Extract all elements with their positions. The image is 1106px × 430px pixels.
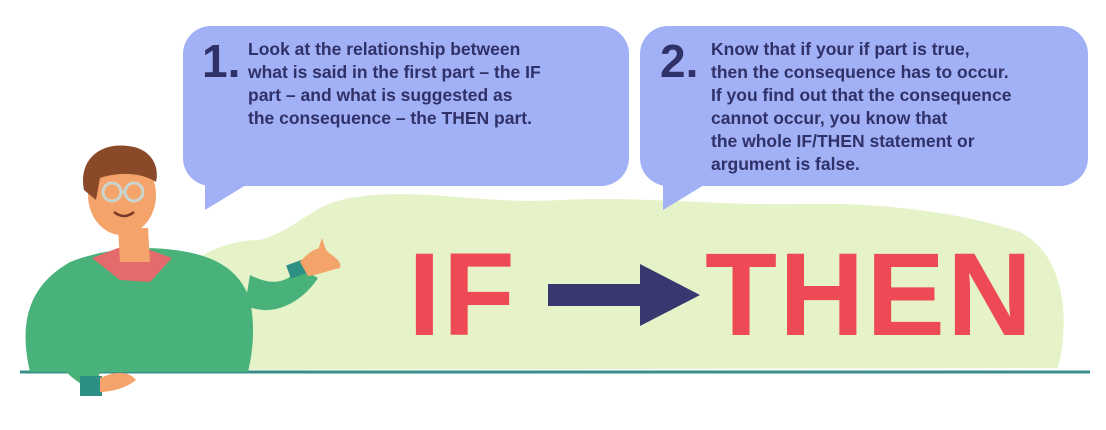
shirt-collar <box>92 248 172 282</box>
step-1-line: what is said in the first part – the IF <box>248 62 541 82</box>
step-1-number: 1. <box>202 35 241 87</box>
lower-hand <box>100 372 136 392</box>
step-1-text: Look at the relationship between what is… <box>248 38 541 130</box>
step-2-number: 2. <box>660 35 699 87</box>
step-2-line: argument is false. <box>711 154 860 174</box>
step-2-text: Know that if your if part is true, then … <box>711 38 1011 176</box>
step-2-line: the whole IF/THEN statement or <box>711 131 975 151</box>
hair <box>83 145 157 200</box>
step-2-bubble <box>640 26 1088 186</box>
green-sweater <box>25 248 254 372</box>
step-2-line: then the consequence has to occur. <box>711 62 1009 82</box>
if-word: IF <box>408 229 517 361</box>
step-1-line: the consequence – the THEN part. <box>248 108 532 128</box>
step-1-bubble <box>183 26 629 186</box>
step-1-line: Look at the relationship between <box>248 39 521 59</box>
then-word: THEN <box>705 229 1035 361</box>
step-2-line: cannot occur, you know that <box>711 108 948 128</box>
step-2-line: Know that if your if part is true, <box>711 39 970 59</box>
step-2-bubble-tail <box>663 182 709 210</box>
raised-hand <box>300 248 341 276</box>
step-1-bubble-tail <box>205 182 251 210</box>
step-2-line: If you find out that the consequence <box>711 85 1012 105</box>
step-1-line: part – and what is suggested as <box>248 85 513 105</box>
